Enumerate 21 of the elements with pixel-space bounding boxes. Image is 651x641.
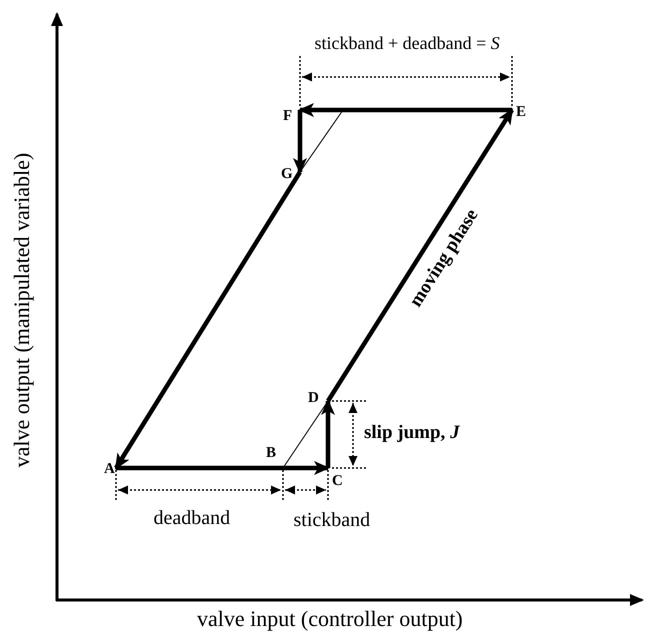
arrow (321, 399, 335, 468)
arrow (326, 108, 514, 402)
arrow (293, 110, 307, 174)
axis-label: valve input (controller output) (197, 607, 463, 632)
dimension-label: stickband (294, 509, 370, 531)
dimension-label: slip jump, J (364, 423, 460, 444)
point-label: E (516, 105, 526, 120)
dimension-label: stickband + deadband = S (314, 34, 500, 54)
arrow (114, 170, 302, 470)
arrow (116, 461, 330, 475)
dimension-label: deadband (154, 507, 230, 529)
point-label: G (281, 167, 293, 182)
point-label: D (308, 391, 319, 406)
guide-line (300, 110, 344, 172)
point-label: F (283, 109, 292, 124)
axis-label: valve output (manipulated variable) (10, 152, 34, 468)
point-label: B (266, 446, 276, 461)
point-label: A (104, 462, 115, 477)
point-label: C (332, 474, 343, 489)
guide-line (282, 400, 328, 468)
arrow (298, 103, 512, 117)
